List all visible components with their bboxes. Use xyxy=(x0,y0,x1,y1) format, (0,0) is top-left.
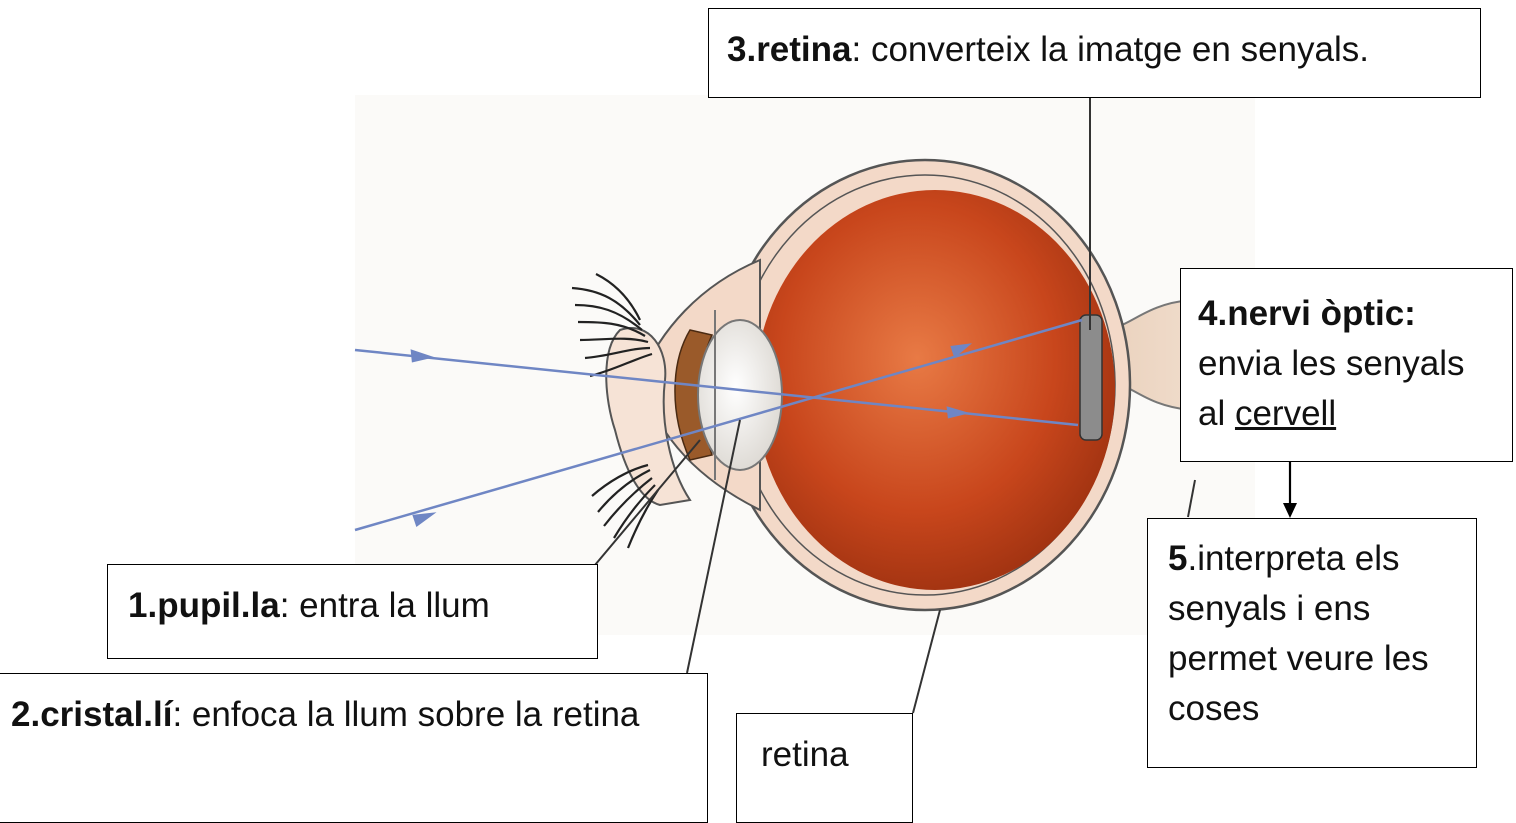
brain-link: cervell xyxy=(1235,394,1336,433)
label-optic-nerve: 4.nervi òptic: envia les senyals al cerv… xyxy=(1180,268,1513,462)
label-retina-top-text: : converteix la imatge en senyals. xyxy=(852,30,1369,69)
label-retina-top: 3.retina: converteix la imatge en senyal… xyxy=(708,8,1481,98)
label-retina-bottom: retina xyxy=(736,713,913,823)
label-lens-text: : enfoca la llum sobre la retina xyxy=(172,695,639,734)
lens-shape xyxy=(698,320,782,470)
label-pupil: 1.pupil.la: entra la llum xyxy=(107,564,598,659)
brain-arrow-head xyxy=(1283,503,1297,518)
label-optic-nerve-line3-prefix: al xyxy=(1198,394,1235,433)
label-brain-text: .interpreta els senyals i ens permet veu… xyxy=(1168,539,1429,728)
label-pupil-text: : entra la llum xyxy=(280,586,490,625)
label-pupil-number: 1.pupil.la xyxy=(128,586,280,625)
label-brain: 5.interpreta els senyals i ens permet ve… xyxy=(1147,518,1477,768)
label-optic-nerve-line2: envia les senyals xyxy=(1198,339,1512,389)
label-lens: 2.cristal.lí: enfoca la llum sobre la re… xyxy=(0,673,708,823)
label-retina-bottom-text: retina xyxy=(761,735,849,774)
label-retina-top-number: 3.retina xyxy=(727,30,852,69)
vitreous-body xyxy=(755,190,1115,590)
label-lens-number: 2.cristal.lí xyxy=(11,695,172,734)
optic-disc xyxy=(1080,315,1102,440)
label-optic-nerve-number: 4.nervi òptic: xyxy=(1198,294,1416,333)
label-brain-number: 5 xyxy=(1168,539,1187,578)
